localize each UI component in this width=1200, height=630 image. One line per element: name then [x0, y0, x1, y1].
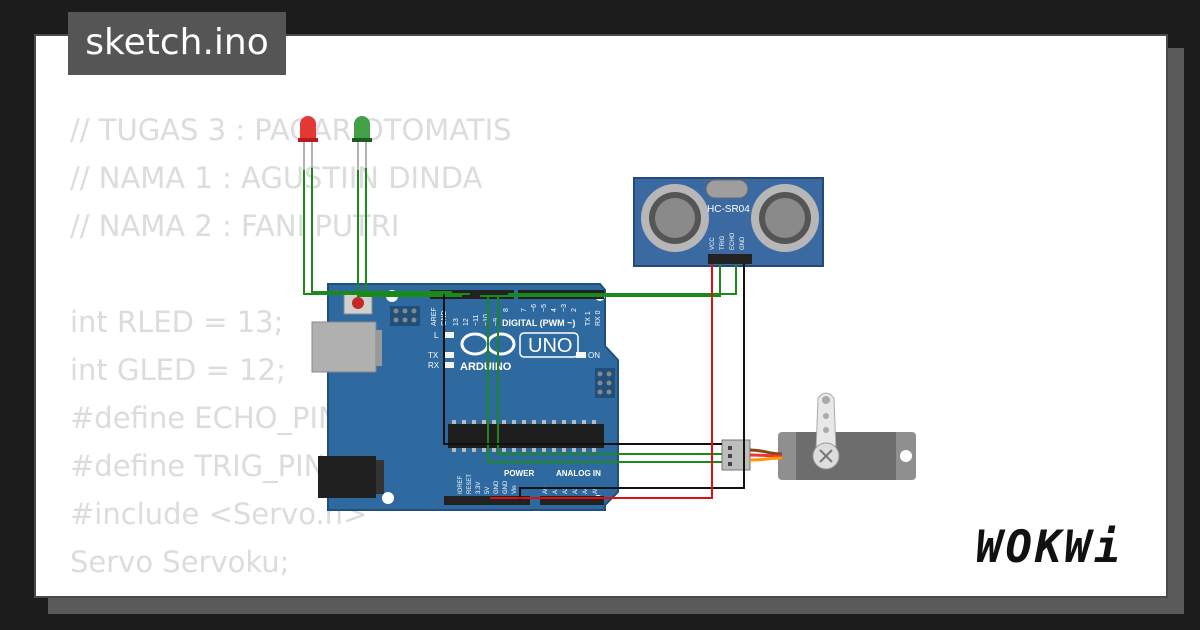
digital-pin-label: 4 — [551, 308, 558, 312]
sensor-pin-label: TRIG — [720, 235, 726, 250]
wires — [303, 168, 745, 500]
code-line: #define TRIG_PIN — [70, 449, 326, 483]
analog-pin-label: A4 — [583, 486, 589, 494]
power-pin-label: 5V — [485, 487, 491, 494]
digital-pin-label: 13 — [453, 318, 460, 326]
arduino-uno-board: UNO ARDUINO DIGITAL (PWM ~) POWER ANALOG… — [311, 283, 619, 511]
usb-port — [311, 321, 377, 373]
digital-pin-label: RX 0 — [595, 310, 602, 326]
analog-pin-label: A0 — [543, 486, 549, 494]
digital-pin-label: 12 — [463, 318, 470, 326]
aref-label: AREF — [431, 307, 438, 326]
digital-pin-label: 7 — [521, 308, 528, 312]
code-line: int GLED = 12; — [70, 353, 286, 387]
power-pin-label: 3.3V — [476, 482, 482, 494]
code-line: Servo Servoku; — [70, 545, 290, 579]
code-listing: // TUGAS 3 : PAGAR OTOMATIS // NAMA 1 : … — [70, 106, 512, 586]
analog-header-label: ANALOG IN — [556, 469, 601, 478]
servo-motor — [721, 392, 916, 480]
analog-pin-label: A2 — [563, 486, 569, 494]
code-line: #define ECHO_PIN — [70, 401, 340, 435]
digital-pin-label: ~3 — [561, 304, 568, 312]
power-pin-label: GND — [494, 480, 500, 494]
power-jack — [318, 456, 376, 498]
red-led — [298, 116, 318, 170]
power-pin-label: IOREF — [458, 475, 464, 494]
digital-pin-label: ~5 — [541, 304, 548, 312]
code-line: // NAMA 1 : AGUSTIIN DINDA — [70, 161, 483, 195]
analog-pin-label: A1 — [553, 486, 559, 494]
digital-pin-label: 2 — [571, 308, 578, 312]
sensor-pin-label: VCC — [710, 237, 716, 250]
board-model: UNO — [528, 335, 572, 357]
on-label: ON — [588, 351, 600, 360]
file-tab[interactable]: sketch.ino — [68, 12, 286, 75]
analog-header — [540, 496, 604, 505]
code-line: // TUGAS 3 : PAGAR OTOMATIS — [70, 113, 512, 147]
digital-pin-label: ~11 — [473, 315, 480, 326]
analog-pin-label: A5 — [593, 486, 599, 494]
digital-pin-label: ~10 — [483, 314, 490, 326]
digital-header-label: DIGITAL (PWM ~) — [502, 318, 575, 328]
analog-pin-label: A3 — [573, 486, 579, 494]
sensor-label: HC-SR04 — [707, 204, 750, 215]
digital-pin-label: TX 1 — [585, 311, 592, 326]
code-line: // NAMA 2 : FANI PUTRI — [70, 209, 400, 243]
sensor-pin-label: ECHO — [730, 232, 736, 250]
power-header — [444, 496, 530, 505]
green-led — [352, 116, 372, 170]
digital-pin-label: ~6 — [531, 304, 538, 312]
digital-pin-label: ~9 — [493, 318, 500, 326]
digital-header-left — [430, 290, 514, 299]
power-pin-label: GND — [503, 480, 509, 494]
l-led-label: L — [434, 331, 439, 340]
tx-led-label: TX — [428, 351, 439, 360]
code-line: int RLED = 13; — [70, 305, 284, 339]
sensor-pin-label: GND — [740, 236, 746, 250]
wokwi-logo: WOKWi — [976, 522, 1124, 573]
power-header-label: POWER — [504, 469, 534, 478]
board-brand: ARDUINO — [460, 361, 512, 373]
hc-sr04-sensor: HC-SR04 VCC TRIG ECHO GND — [633, 177, 824, 267]
rx-led-label: RX — [428, 361, 440, 370]
power-pin-label: RESET — [467, 474, 473, 494]
digital-pin-label: 8 — [503, 308, 510, 312]
power-pin-label: Vin — [512, 485, 518, 494]
